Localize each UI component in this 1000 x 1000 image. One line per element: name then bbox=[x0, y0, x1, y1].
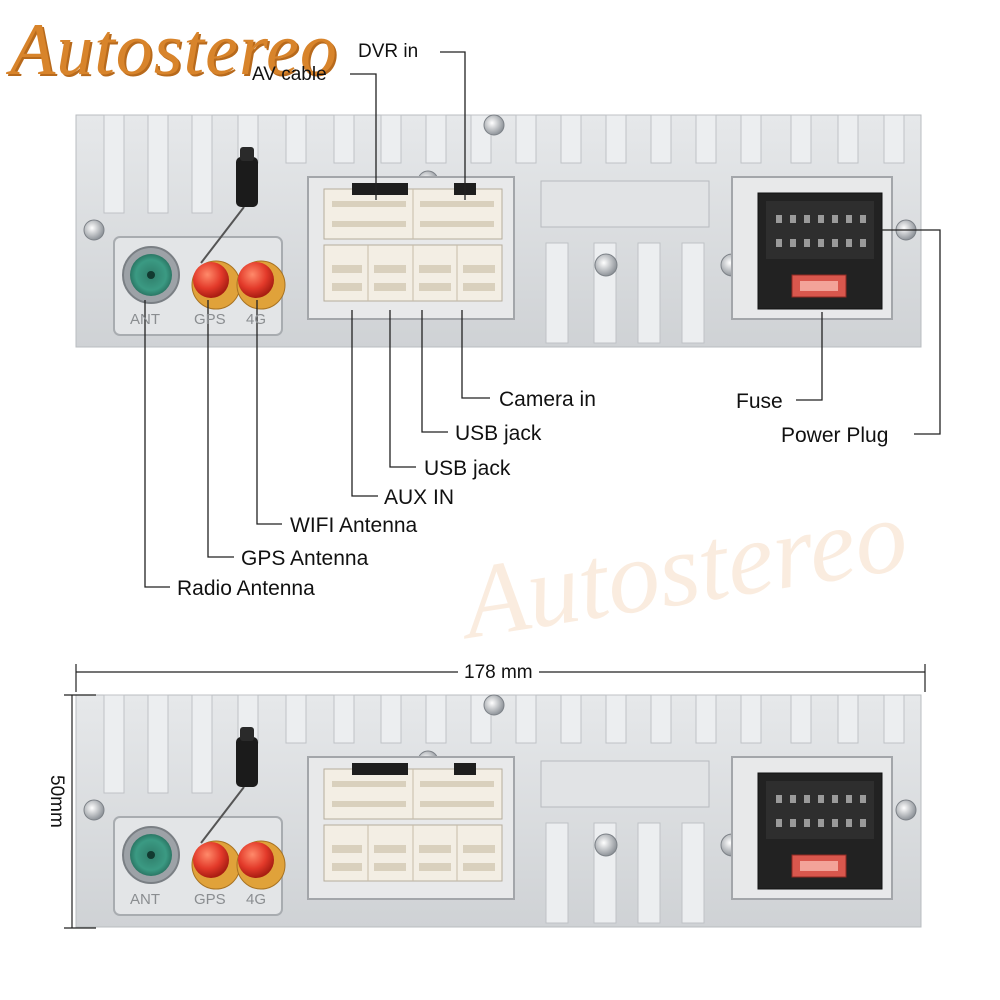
label-av-cable: AV cable bbox=[252, 64, 327, 85]
label-power-plug: Power Plug bbox=[781, 424, 889, 447]
label-gps-antenna: GPS Antenna bbox=[241, 547, 369, 570]
marking-4g-bottom: 4G bbox=[246, 891, 267, 908]
label-usb-jack-2: USB jack bbox=[424, 457, 511, 480]
brand-logo: Autostereo bbox=[10, 9, 338, 91]
marking-ant-bottom: ANT bbox=[130, 891, 160, 908]
label-wifi-antenna: WIFI Antenna bbox=[290, 514, 418, 537]
callout-lines bbox=[144, 51, 941, 588]
label-radio-antenna: Radio Antenna bbox=[177, 577, 315, 600]
label-aux-in: AUX IN bbox=[384, 486, 455, 509]
label-dvr-in: DVR in bbox=[358, 41, 419, 62]
dimension-height: 50mm bbox=[46, 775, 67, 828]
marking-gps-bottom: GPS bbox=[194, 891, 226, 908]
marking-gps: GPS bbox=[194, 311, 226, 328]
marking-4g: 4G bbox=[246, 311, 267, 328]
label-fuse: Fuse bbox=[736, 390, 783, 413]
label-camera-in: Camera in bbox=[499, 388, 596, 411]
label-usb-jack-1: USB jack bbox=[455, 422, 542, 445]
dimension-width: 178 mm bbox=[458, 663, 539, 682]
marking-ant: ANT bbox=[130, 311, 160, 328]
